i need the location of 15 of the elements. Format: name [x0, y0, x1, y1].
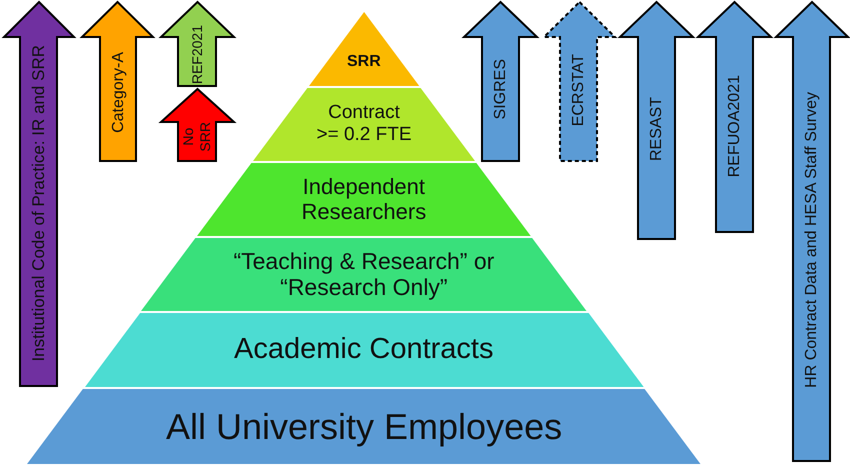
- banner-label: ECRSTAT: [569, 54, 588, 126]
- banner-label: RESAST: [647, 97, 666, 162]
- banner-label: SIGRES: [491, 59, 510, 120]
- tier-label: Academic Contracts: [234, 332, 494, 366]
- banner-label: Institutional Code of Practice: IR and SRR: [28, 44, 48, 362]
- banner-label: REFUOA2021: [725, 75, 744, 178]
- banner-label: No SRR: [180, 122, 214, 152]
- banner-label: REF2021: [188, 24, 206, 84]
- banner-label: HR Contract Data and HESA Staff Survey: [802, 92, 821, 388]
- banner-label: Category-A: [108, 52, 128, 132]
- tier-label: “Teaching & Research” or “Research Only”: [233, 248, 494, 300]
- tier-label: SRR: [346, 53, 381, 72]
- tier-label: Contract >= 0.2 FTE: [316, 102, 412, 146]
- tier-label: All University Employees: [166, 406, 562, 447]
- tier-label: Independent Researchers: [301, 174, 426, 224]
